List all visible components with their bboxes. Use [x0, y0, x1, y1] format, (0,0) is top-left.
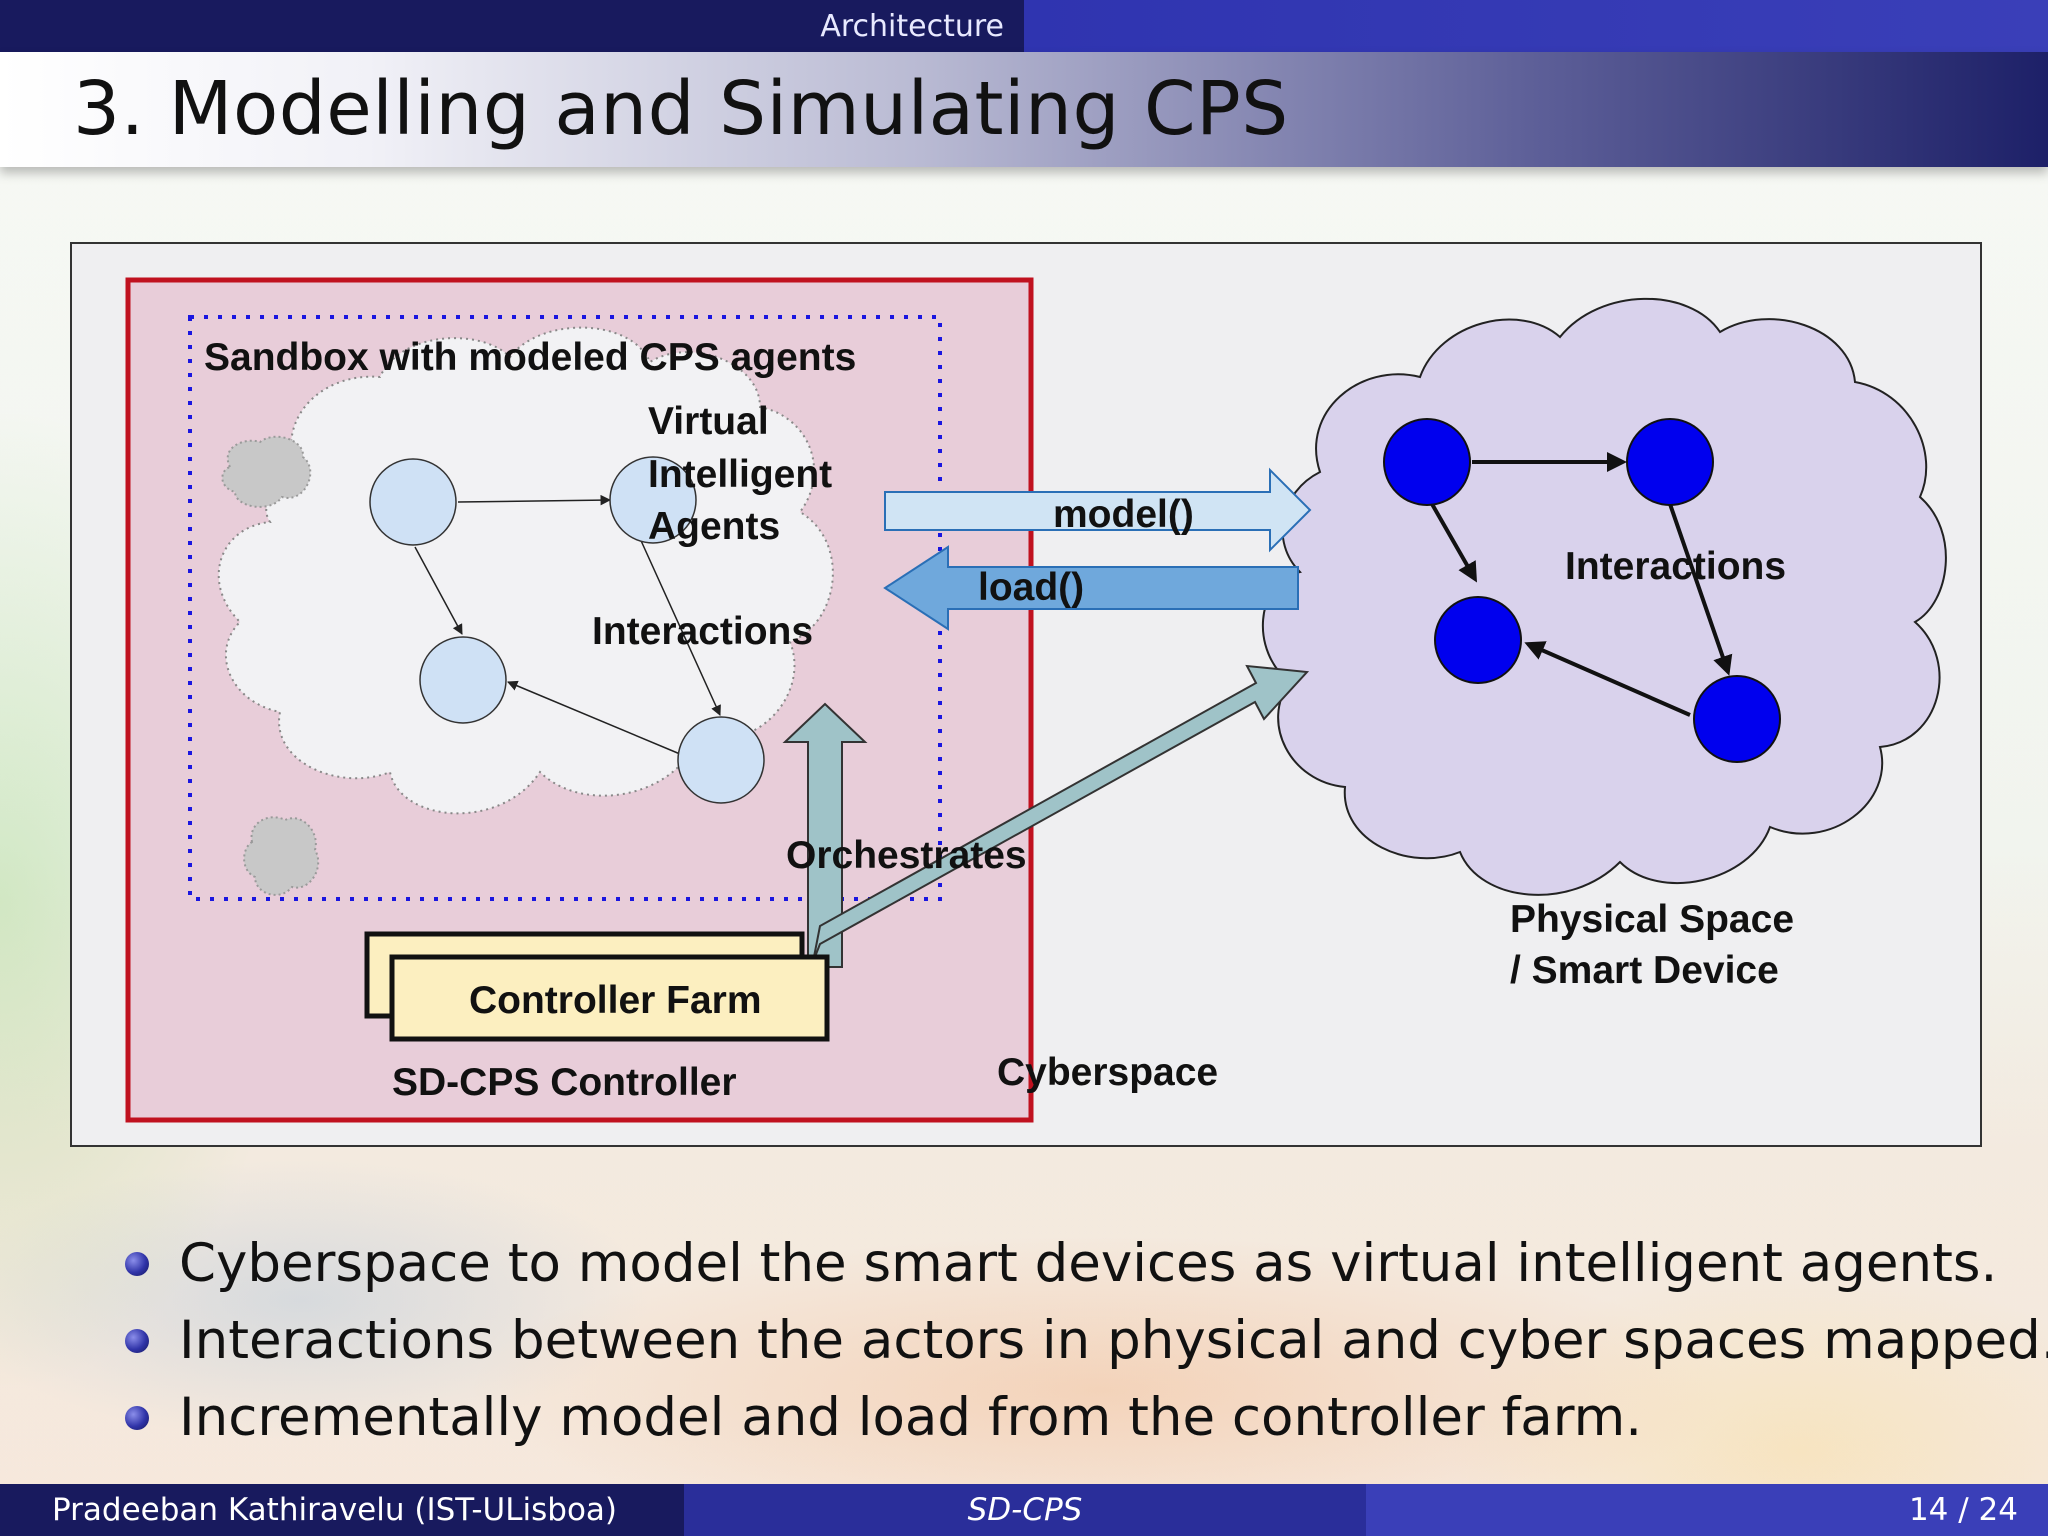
virtual-agents-label-line1: Virtual	[648, 400, 769, 443]
grey-blob-top	[221, 435, 312, 508]
physical-node	[1693, 675, 1781, 763]
model-label: model()	[1053, 493, 1194, 536]
section-title[interactable]: Architecture	[820, 8, 1004, 44]
virtual-node	[677, 716, 765, 804]
virtual-node	[609, 456, 697, 544]
physical-space-label-line2: / Smart Device	[1510, 949, 1779, 992]
sandbox-label: Sandbox with modeled CPS agents	[204, 336, 856, 379]
interactions-label-left: Interactions	[592, 610, 813, 653]
list-item: Interactions between the actors in physi…	[125, 1302, 2048, 1379]
cyberspace-label: Cyberspace	[997, 1051, 1218, 1094]
interactions-label-right: Interactions	[1565, 545, 1786, 588]
virtual-edge-4	[507, 680, 681, 755]
bullet-icon	[125, 1405, 149, 1430]
top-navigation-bar: Architecture	[0, 0, 2048, 52]
virtual-node	[369, 458, 457, 546]
grey-blob-bottom	[243, 816, 320, 896]
virtual-node	[419, 636, 507, 724]
virtual-agents-cloud	[217, 326, 834, 815]
model-arrow	[884, 467, 1312, 553]
physical-node	[1626, 418, 1714, 506]
slide-title: 3. Modelling and Simulating CPS	[73, 66, 1289, 152]
virtual-edge-3	[637, 533, 721, 716]
architecture-diagram: Sandbox with modeled CPS agents Virtual …	[70, 242, 1982, 1147]
physical-node	[1383, 418, 1471, 506]
list-item: Incrementally model and load from the co…	[125, 1379, 2048, 1456]
section-nav: Architecture	[0, 0, 1024, 52]
footer-author: Pradeeban Kathiravelu (IST-ULisboa)	[0, 1484, 684, 1536]
frame-title-bar: 3. Modelling and Simulating CPS	[0, 52, 2048, 167]
footer-bar: Pradeeban Kathiravelu (IST-ULisboa) SD-C…	[0, 1484, 2048, 1536]
bullet-list: Cyberspace to model the smart devices as…	[125, 1225, 2048, 1456]
bullet-icon	[125, 1251, 149, 1276]
orchestrates-label: Orchestrates	[786, 834, 1027, 877]
footer-page-number: 14 / 24	[1366, 1484, 2048, 1536]
bullet-icon	[125, 1328, 149, 1353]
bullet-text: Incrementally model and load from the co…	[179, 1387, 1643, 1448]
virtual-agents-label-line2: Intelligent	[648, 453, 832, 496]
list-item: Cyberspace to model the smart devices as…	[125, 1225, 2048, 1302]
load-arrow	[883, 545, 1299, 631]
load-label: load()	[978, 566, 1084, 609]
physical-edge-3	[1524, 641, 1691, 717]
physical-space-cloud	[1261, 297, 1947, 896]
physical-node	[1434, 596, 1522, 684]
sdcps-controller-label: SD-CPS Controller	[392, 1061, 737, 1104]
bullet-text: Cyberspace to model the smart devices as…	[179, 1233, 1998, 1294]
footer-short-title: SD-CPS	[684, 1484, 1366, 1536]
subsection-nav	[1024, 0, 2048, 52]
bullet-text: Interactions between the actors in physi…	[179, 1310, 2048, 1371]
physical-edge-4	[1430, 503, 1477, 583]
virtual-edge-1	[457, 494, 612, 506]
orchestrate-arrow-diagonal	[812, 664, 1310, 963]
controller-farm-box	[389, 954, 830, 1042]
physical-edge-2	[1668, 503, 1733, 676]
physical-space-label-line1: Physical Space	[1510, 898, 1794, 941]
controller-farm-label: Controller Farm	[469, 979, 762, 1022]
virtual-edge-2	[414, 546, 463, 635]
virtual-agents-label-line3: Agents	[648, 505, 780, 548]
